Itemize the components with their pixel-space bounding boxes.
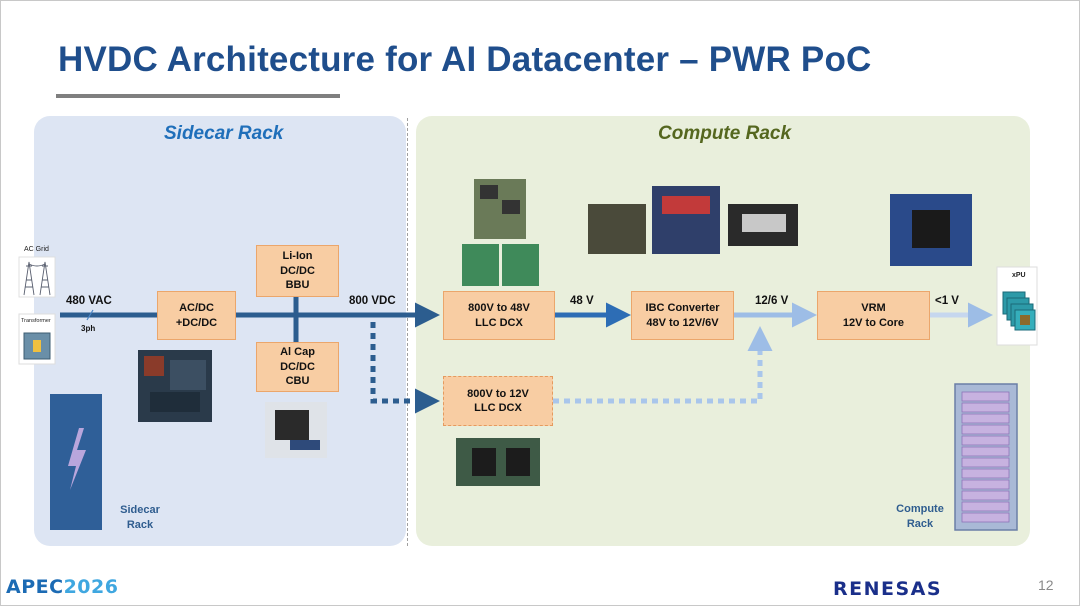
hvdc-bus-label: 800 VDC [349, 295, 396, 307]
compute-rack-title: Compute Rack [658, 123, 792, 144]
llc-dcx-48v-photo [462, 179, 539, 286]
xpu-icon [996, 266, 1038, 346]
transformer-icon [18, 313, 56, 365]
hvdc-branch-path [370, 322, 440, 414]
renesas-logo: RENESAS [833, 578, 943, 600]
llc-dcx-12v-box: 800V to 12V LLC DCX [443, 376, 553, 426]
alcap-board-photo [265, 402, 327, 458]
llc-dcx-48v-box: 800V to 48V LLC DCX [443, 291, 555, 340]
apec-logo: APEC2026 [6, 576, 118, 598]
v48-label: 48 V [570, 295, 594, 307]
title-underline [56, 94, 340, 98]
sidecar-rack-label: Sidecar Rack [120, 504, 160, 531]
input-voltage-label: 480 VAC [66, 295, 112, 307]
compute-rack-icon [954, 383, 1018, 531]
acdc-converter-box: AC/DC +DC/DC [157, 291, 236, 340]
apec-logo-text: APEC [6, 576, 64, 598]
sidecar-rack-title: Sidecar Rack [164, 123, 284, 144]
llc-dcx-12v-photo [456, 438, 540, 486]
liion-bbu-box: Li-Ion DC/DC BBU [256, 245, 339, 297]
sidecar-rack-icon [50, 394, 102, 530]
vrm-board-photo [890, 194, 972, 266]
phase-label: 3ph [81, 324, 96, 333]
alcap-cbu-box: Al Cap DC/DC CBU [256, 342, 339, 392]
ac-grid-label: AC Grid [24, 246, 49, 253]
v12-label: 12/6 V [755, 295, 789, 307]
ibc-converter-box: IBC Converter 48V to 12V/6V [631, 291, 734, 340]
ibc-board-photos [588, 186, 798, 254]
rack-divider [407, 118, 408, 546]
v12-direct-path [553, 326, 773, 404]
compute-rack-label: Compute Rack [896, 503, 944, 530]
xpu-label: xPU [1012, 272, 1026, 279]
acdc-board-photo [138, 350, 212, 422]
phase-tick [86, 309, 94, 321]
page-number: 12 [1038, 577, 1054, 593]
slide-title: HVDC Architecture for AI Datacenter – PW… [58, 40, 872, 79]
apec-logo-year: 2026 [63, 576, 119, 598]
vcore-label: <1 V [935, 295, 959, 307]
vrm-box: VRM 12V to Core [817, 291, 930, 340]
ac-grid-icon [18, 256, 56, 298]
transformer-label: Transformer [21, 318, 51, 324]
